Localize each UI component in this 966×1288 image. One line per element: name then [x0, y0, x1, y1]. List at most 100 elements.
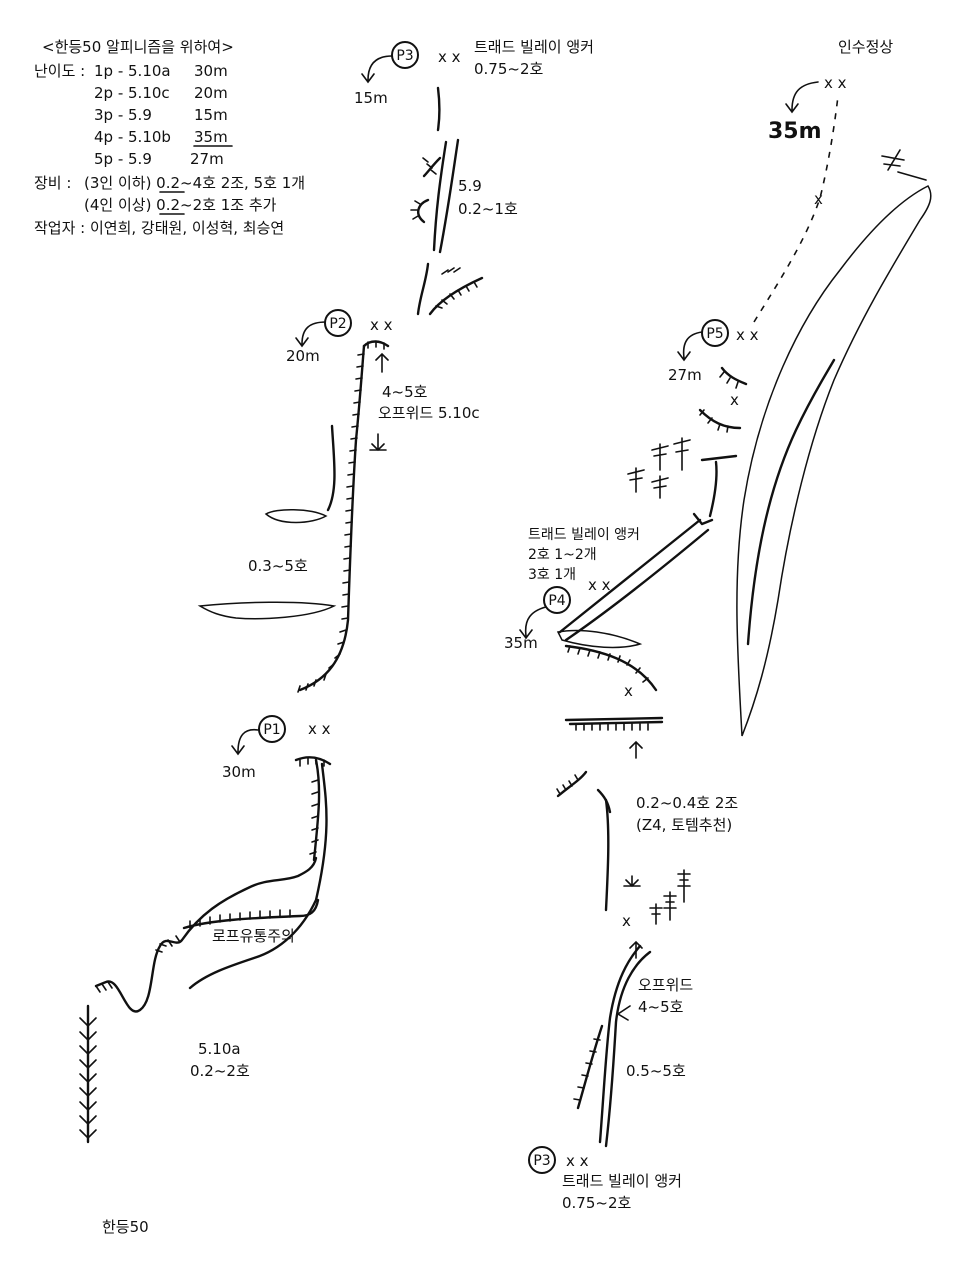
- left-route: 한등50 로프유통주의 5.10a 0.2~2호 P1 30m x x 0.3~…: [79, 38, 594, 1236]
- belay-p5-circle: [701, 319, 729, 347]
- right-cam-label: 0.5~5호: [626, 1062, 686, 1080]
- tree-icon: [649, 869, 691, 925]
- p1-ledge: [294, 756, 332, 766]
- pitch2-corner: [298, 344, 366, 692]
- legend-grade-label: 난이도 :: [34, 62, 85, 80]
- belay-p5-label: P5: [706, 326, 723, 342]
- belay-p2-circle: [324, 309, 352, 337]
- pitch2-length: 20m: [194, 84, 228, 102]
- arrow-up-icon: [375, 352, 389, 373]
- pitch1-grade-label: 5.10a: [198, 1040, 241, 1058]
- tree-icon: [79, 1004, 97, 1144]
- arrow-down-icon: [369, 433, 387, 452]
- arrow-icon: [785, 81, 819, 114]
- pitch3-crack-right: [438, 138, 460, 254]
- belay-p4: P4 35m x x 트래드 빌레이 앵커 2호 1~2개 3호 1개: [504, 527, 640, 652]
- right-upper-gear1: 0.2~0.4호 2조: [636, 794, 738, 812]
- pitch3-gear-label: 0.2~1호: [458, 200, 518, 218]
- belay-p2-label: P2: [329, 316, 346, 332]
- summit-rappel-line: [753, 95, 839, 323]
- belay-p1-label: P1: [263, 722, 280, 738]
- pitch3-lower-line: [416, 262, 430, 316]
- pitch3-bump: [417, 198, 430, 224]
- tree-icon: [627, 437, 691, 499]
- right-upper-gear2: (Z4, 토템추천): [636, 816, 732, 834]
- pitch5-length: 27m: [190, 150, 224, 168]
- pitch5-crack-2: [564, 528, 710, 642]
- p1-ledge-hatch: [299, 757, 325, 767]
- tree-icon: [881, 149, 927, 181]
- right-upper-crack: [604, 798, 610, 912]
- right-ledge-under: [568, 720, 664, 726]
- belay-p5-length: 27m: [668, 366, 702, 384]
- p5-ledge: [720, 366, 748, 386]
- right-ledge: [564, 716, 664, 722]
- pitch2-flake: [326, 424, 336, 512]
- pitch1-length: 30m: [194, 62, 228, 80]
- pitch2-grade: 2p - 5.10c: [94, 84, 170, 102]
- p4-roof: [556, 629, 643, 649]
- belay-p1-length: 30m: [222, 763, 256, 781]
- legend-gear-label: 장비 :: [34, 174, 71, 192]
- legend-authors: 작업자 : 이연희, 강태원, 이성혁, 최승연: [34, 219, 284, 237]
- last-length: 35m: [768, 119, 822, 144]
- bolt-icon: x x: [566, 1152, 589, 1170]
- p5-ledge-hatch: [719, 371, 739, 389]
- belay-p3-top: P3 15m x x 트래드 빌레이 앵커 0.75~2호: [354, 38, 594, 107]
- pitch5-flake: [698, 408, 742, 430]
- bolt-icon: x x: [308, 720, 331, 738]
- bolt-icon: x x: [736, 326, 759, 344]
- belay-p5: P5 27m x x: [668, 319, 759, 384]
- belay-p1: P1 30m x x: [222, 715, 331, 781]
- pitch5-ledge: [700, 454, 738, 462]
- ledge-hatch: [189, 909, 291, 929]
- belay-p3-top-note: 트래드 빌레이 앵커: [474, 38, 594, 56]
- p2-ledge-hatch: [367, 340, 385, 350]
- bolt-icon: x x: [370, 316, 393, 334]
- arrow-icon: [361, 55, 393, 84]
- rope-warning: 로프유통주의: [212, 927, 295, 945]
- arrow-icon: [295, 321, 327, 348]
- belay-p3-bottom-gear: 0.75~2호: [562, 1194, 632, 1212]
- pitch1-crack: [312, 758, 321, 862]
- belay-p3-top-gear: 0.75~2호: [474, 60, 544, 78]
- flake-hatch: [556, 774, 579, 795]
- belay-p4-gear2: 3호 1개: [528, 567, 576, 583]
- pitch1-grade: 1p - 5.10a: [94, 62, 171, 80]
- arrow-up-icon: [629, 940, 643, 959]
- ledge-hatch: [575, 723, 649, 731]
- bolt-icon: x x: [438, 48, 461, 66]
- pitch4-length: 35m: [194, 128, 228, 146]
- summit-slab: [736, 185, 932, 737]
- arrow-left-icon: [616, 1005, 631, 1021]
- right-side-flake: [556, 770, 588, 798]
- single-bolt-icon: x: [730, 391, 739, 409]
- single-bolt-icon: x: [622, 912, 631, 930]
- start-label: 한등50: [102, 1218, 149, 1236]
- right-crack-2: [604, 950, 652, 1148]
- bolt-icon: x x: [588, 576, 611, 594]
- pitch3-grade: 3p - 5.9: [94, 106, 152, 124]
- belay-p3-bottom-label: P3: [533, 1153, 550, 1169]
- pitch3-top-line: [436, 86, 441, 132]
- pitch3-ledge: [428, 276, 484, 316]
- belay-p4-label: P4: [548, 593, 565, 609]
- right-flake: [576, 1024, 604, 1110]
- pitch3-crack-left: [432, 140, 448, 252]
- pitch5-crack-top: [692, 512, 714, 526]
- pitch3-ledge-hatch: [435, 267, 478, 309]
- legend-gear-line2: (4인 이상) 0.2~2호 1조 추가: [84, 196, 277, 214]
- pitch1-hatch: [95, 935, 181, 993]
- arrow-down-icon: [623, 875, 641, 888]
- pitch1-ledge: [182, 898, 320, 930]
- belay-p4-length: 35m: [504, 634, 538, 652]
- belay-p3-top-circle: [391, 41, 419, 69]
- bolt-icon: x x: [824, 74, 847, 92]
- belay-p3-bottom: P3 x x 트래드 빌레이 앵커 0.75~2호: [528, 1146, 682, 1212]
- belay-p3-bottom-circle: [528, 1146, 556, 1174]
- pitch1-gear-label: 0.2~2호: [190, 1062, 250, 1080]
- belay-p2-length: 20m: [286, 347, 320, 365]
- bump-hatch: [410, 200, 421, 220]
- pitch1-crack-right: [188, 762, 328, 990]
- pitch3-grade-label: 5.9: [458, 177, 482, 195]
